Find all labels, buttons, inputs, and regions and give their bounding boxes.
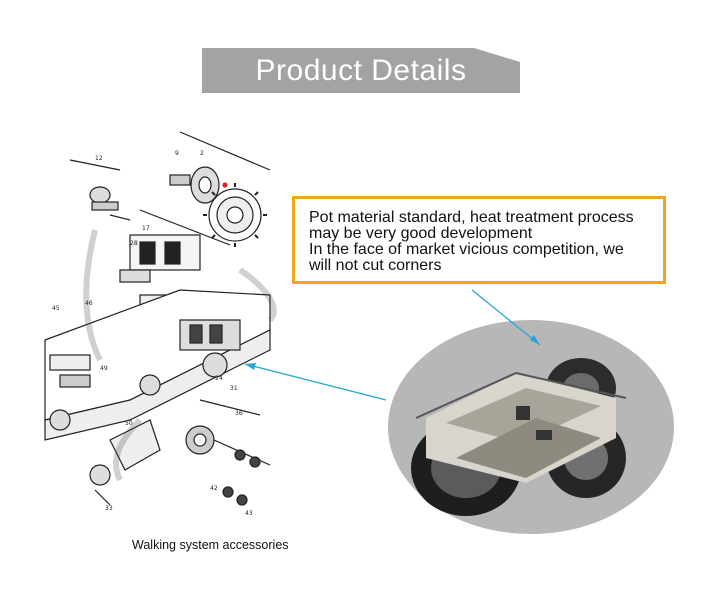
banner-shape [202,48,520,93]
svg-text:45: 45 [52,305,60,312]
callout-box: Pot material standard, heat treatment pr… [292,196,666,284]
svg-text:46: 46 [85,300,93,307]
exploded-parts-diagram: 12 9 2 17 28 45 46 49 36 31 24 50 42 43 33 [44,131,277,517]
svg-text:50: 50 [125,420,133,427]
diagram-caption: Walking system accessories [132,538,289,552]
svg-text:43: 43 [245,510,253,517]
svg-text:33: 33 [105,505,113,512]
svg-text:17: 17 [142,225,150,232]
svg-text:2: 2 [200,150,204,157]
svg-text:28: 28 [130,240,138,247]
svg-text:12: 12 [95,155,103,162]
callout-text: Pot material standard, heat treatment pr… [309,210,653,274]
callout-line: may be very good development [309,225,533,242]
callout-line: Pot material standard, heat treatment pr… [309,209,634,226]
roller-cutaway-photo [388,320,674,534]
svg-text:42: 42 [210,485,218,492]
callout-line: In the face of market vicious competitio… [309,241,624,258]
page-title: Product Details [255,53,467,87]
header-banner: Product Details [0,0,720,110]
callout-line: will not cut corners [309,257,442,274]
svg-text:31: 31 [230,385,238,392]
svg-text:9: 9 [175,150,179,157]
svg-text:36: 36 [235,410,243,417]
svg-text:24: 24 [215,375,223,382]
svg-text:49: 49 [100,365,108,372]
